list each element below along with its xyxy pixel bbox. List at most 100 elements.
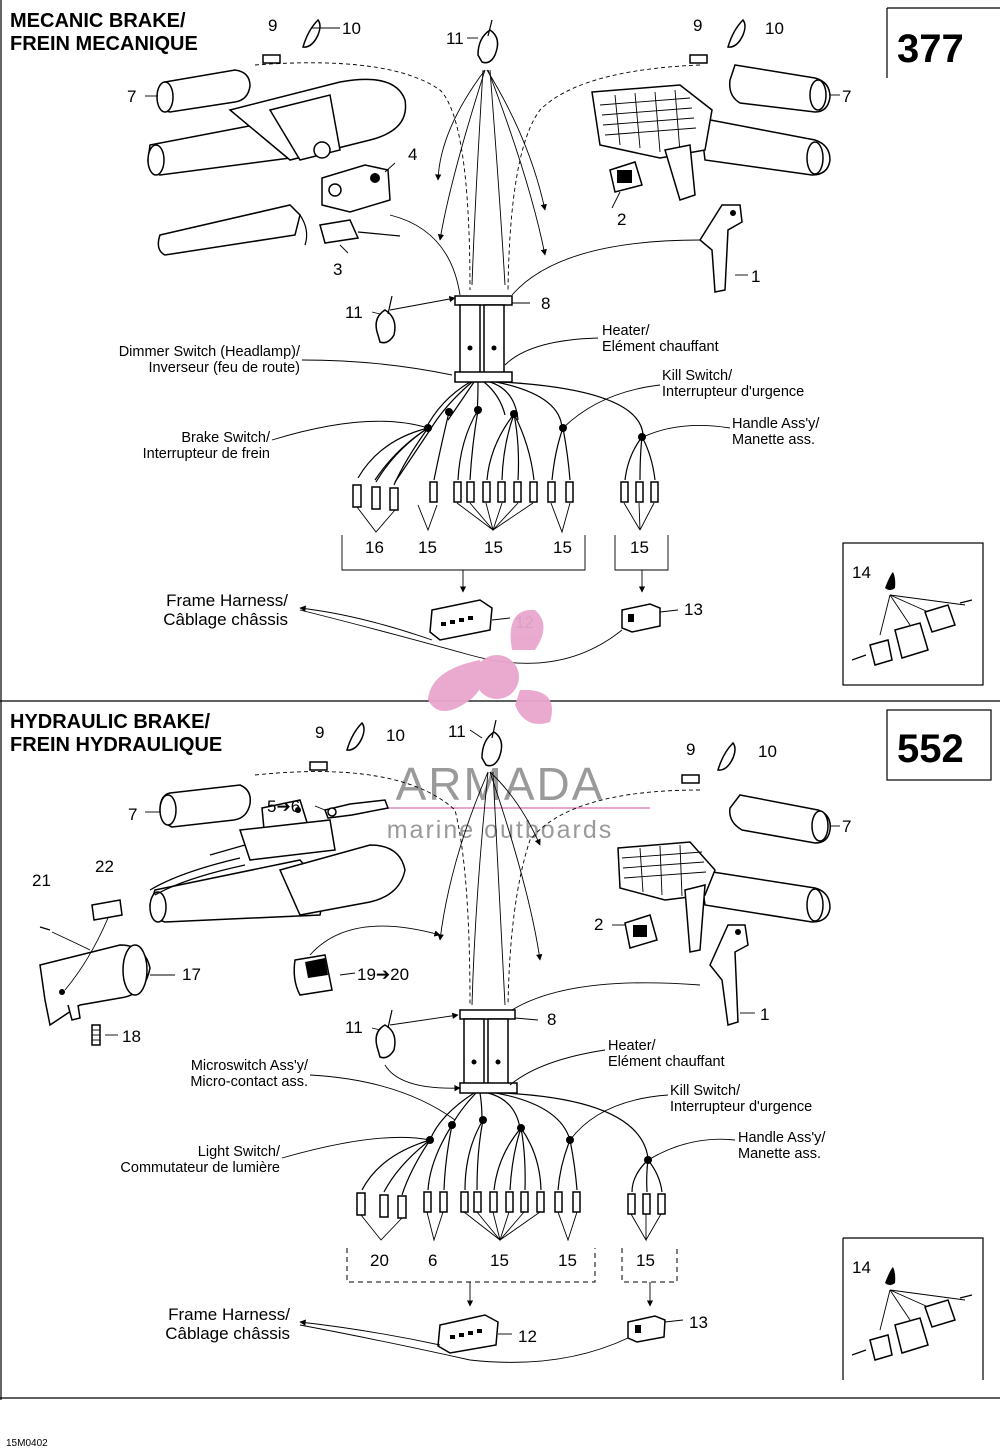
top-brackets: [341, 535, 669, 593]
top-harness-core: [352, 295, 659, 534]
bottom-code: 552: [897, 727, 964, 771]
bottom-panel: HYDRAULIC BRAKE/ FREIN HYDRAULIQUE 552: [10, 709, 992, 1380]
top-callout-3: 3: [333, 260, 342, 279]
top-callout-16: 16: [365, 538, 384, 557]
bottom-terminals: [356, 1191, 666, 1219]
bottom-label-light-fr: Commutateur de lumière: [120, 1160, 280, 1176]
top-labels: Dimmer Switch (Headlamp)/ Inverseur (feu…: [119, 323, 821, 629]
bottom-title-line2: FREIN HYDRAULIQUE: [10, 734, 222, 756]
top-callout-9a: 9: [268, 16, 277, 35]
bottom-callout-18: 18: [122, 1027, 141, 1046]
bottom-callout-21: 21: [32, 871, 51, 890]
top-callout-15b: 15: [484, 538, 503, 557]
top-callout-15a: 15: [418, 538, 437, 557]
watermark-tagline: marine outboards: [387, 816, 614, 844]
top-callout-4: 4: [408, 145, 417, 164]
watermark: ARMADA marine outboards: [352, 609, 650, 844]
top-label-brake-fr: Interrupteur de frein: [143, 446, 270, 462]
bottom-right-grip: [617, 794, 831, 953]
propeller-logo: [428, 609, 552, 724]
top-label-frame-fr: Câblage châssis: [163, 610, 288, 629]
bottom-label-kill-fr: Interrupteur d'urgence: [670, 1099, 812, 1115]
top-part-13-connector: [621, 603, 679, 633]
bottom-callout-10a: 10: [386, 726, 405, 745]
bottom-callout-9a: 9: [315, 723, 324, 742]
bottom-callout-22: 22: [95, 857, 114, 876]
bottom-brake-lever: [39, 899, 151, 1046]
top-title-line1: MECANIC BRAKE/: [10, 10, 186, 32]
bottom-brackets: [346, 1248, 678, 1307]
bottom-leader-lines: [105, 729, 840, 1161]
right-grip-assembly: [591, 64, 831, 201]
bottom-title-line1: HYDRAULIC BRAKE/: [10, 711, 210, 733]
bottom-frame-harness-arrows: [299, 1319, 629, 1363]
top-callout-10b: 10: [765, 19, 784, 38]
bottom-harness-core: [356, 1009, 666, 1242]
part-3-brake-switch: [319, 219, 401, 244]
part-4-switch: [321, 164, 391, 213]
bottom-inset-14: [842, 1237, 984, 1380]
footer-ref: 15M0402: [6, 1438, 48, 1449]
top-label-handle-en: Handle Ass'y/: [732, 416, 820, 432]
top-callout-11a: 11: [446, 29, 464, 48]
bottom-code-box: 552: [886, 709, 992, 781]
bottom-callout-5: 5➔6: [267, 797, 300, 816]
top-label-dimmer-fr: Inverseur (feu de route): [148, 360, 300, 376]
top-part-12-connector: [429, 599, 511, 641]
bottom-part-5-fitting: [323, 799, 390, 819]
bottom-label-heater-en: Heater/: [608, 1038, 657, 1054]
bottom-label-micro-en: Microswitch Ass'y/: [191, 1058, 309, 1074]
bottom-part-9-10: [309, 721, 736, 784]
bottom-labels: Microswitch Ass'y/ Micro-contact ass. Li…: [120, 1038, 826, 1343]
top-frame-harness-arrows: [299, 605, 623, 664]
bottom-callout-15b: 15: [558, 1251, 577, 1270]
top-callout-11b: 11: [345, 303, 363, 322]
watermark-brand: ARMADA: [396, 758, 605, 810]
bottom-label-frame-en: Frame Harness/: [168, 1305, 290, 1324]
top-panel: MECANIC BRAKE/ FREIN MECANIQUE 377: [10, 7, 1000, 686]
bottom-left-grip: [149, 784, 406, 923]
top-terminals: [352, 481, 659, 511]
bottom-callout-11b: 11: [345, 1018, 363, 1037]
top-callout-7a: 7: [127, 87, 136, 106]
top-part-11-ties: [375, 19, 499, 344]
top-code: 377: [897, 27, 964, 71]
bottom-part-12-connector: [437, 1314, 512, 1354]
top-inset-14: [842, 542, 984, 686]
bottom-callout-11a: 11: [448, 722, 466, 741]
bottom-callouts: 1 2 5➔6 7 7 8 9 9 10 10 11 11 12 13 14 2…: [32, 722, 871, 1346]
bottom-callout-10b: 10: [758, 742, 777, 761]
top-title-line2: FREIN MECANIQUE: [10, 33, 198, 55]
top-callout-10a: 10: [342, 19, 361, 38]
bottom-part-19: [293, 925, 441, 996]
top-label-kill-en: Kill Switch/: [662, 368, 733, 384]
bottom-callout-19: 19➔20: [357, 965, 409, 984]
bottom-callout-14: 14: [852, 1258, 871, 1277]
top-label-brake-en: Brake Switch/: [181, 430, 271, 446]
bottom-label-handle-en: Handle Ass'y/: [738, 1130, 826, 1146]
bottom-callout-7b: 7: [842, 817, 851, 836]
bottom-callout-15c: 15: [636, 1251, 655, 1270]
top-routing-arcs: [254, 62, 701, 311]
bottom-label-micro-fr: Micro-contact ass.: [190, 1074, 308, 1090]
top-label-heater-en: Heater/: [602, 323, 651, 339]
bottom-label-kill-en: Kill Switch/: [670, 1083, 741, 1099]
top-callout-15d: 15: [630, 538, 649, 557]
top-callout-7b: 7: [842, 87, 851, 106]
bottom-callout-17: 17: [182, 965, 201, 984]
top-callout-14: 14: [852, 563, 871, 582]
bottom-callout-1: 1: [760, 1005, 769, 1024]
bottom-part-13-connector: [627, 1315, 684, 1343]
part-1-bracket: [699, 204, 743, 293]
top-leader-lines: [145, 27, 840, 441]
top-callout-8: 8: [541, 294, 550, 313]
bottom-label-light-en: Light Switch/: [198, 1144, 281, 1160]
bottom-label-heater-fr: Elément chauffant: [608, 1054, 725, 1070]
bottom-label-handle-fr: Manette ass.: [738, 1146, 821, 1162]
top-label-heater-fr: Elément chauffant: [602, 339, 719, 355]
bottom-callout-9b: 9: [686, 740, 695, 759]
bottom-callout-2: 2: [594, 915, 603, 934]
top-label-kill-fr: Interrupteur d'urgence: [662, 384, 804, 400]
bottom-callout-13: 13: [689, 1313, 708, 1332]
